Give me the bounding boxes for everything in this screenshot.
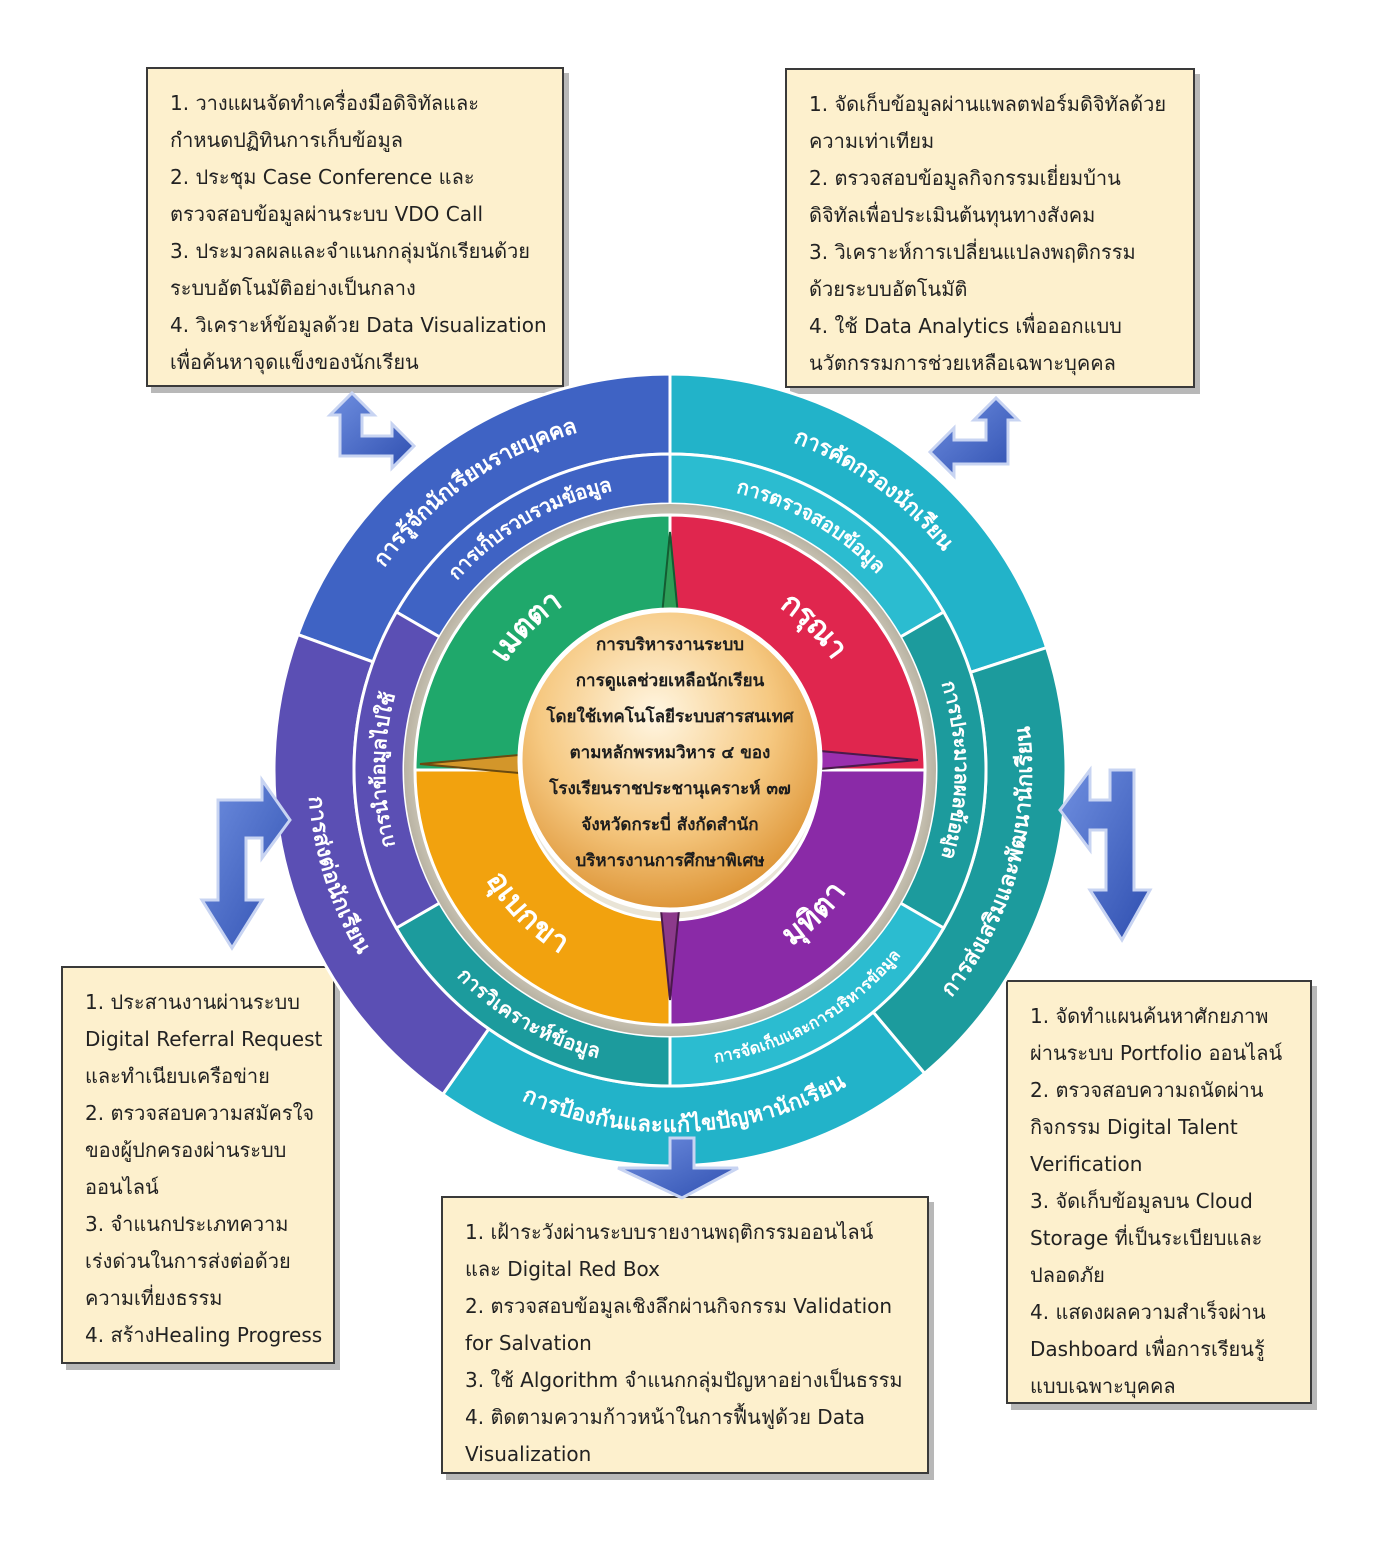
virtue-ring: เมตตากรุณามุทิตาอุเบกขา	[413, 513, 927, 1027]
arrow-left	[199, 775, 292, 951]
bottom-right-box: 1. จัดทำแผนค้นหาศักยภาพ ผ่านระบบ Portfol…	[1006, 980, 1312, 1404]
bottom-center-line: 1. เฝ้าระวังผ่านระบบรายงานพฤติกรรมออนไลน…	[465, 1220, 874, 1244]
bottom-right-line: Verification	[1030, 1152, 1143, 1176]
bottom-right-line: กิจกรรม Digital Talent	[1030, 1115, 1238, 1139]
center-text: การบริหารงานระบบการดูแลช่วยเหลือนักเรียน…	[545, 635, 795, 871]
virtue-segment	[413, 768, 672, 1027]
top-left-line: 2. ประชุม Case Conference และ	[170, 165, 475, 189]
bottom-right-line: 1. จัดทำแผนค้นหาศักยภาพ	[1030, 1004, 1269, 1028]
arrow-top-right	[927, 395, 1022, 480]
bottom-left-box: 1. ประสานงานผ่านระบบ Digital Referral Re…	[61, 966, 335, 1364]
center-text-line: การบริหารงานระบบ	[596, 635, 744, 655]
bottom-right-line: 2. ตรวจสอบความถนัดผ่าน	[1030, 1078, 1264, 1102]
center-text-line: ตามหลักพรหมวิหาร ๔ ของ	[570, 743, 771, 763]
top-left-line: 3. ประมวลผลและจำแนกกลุ่มนักเรียนด้วย	[170, 239, 531, 263]
center-text-line: โรงเรียนราชประชานุเคราะห์ ๓๗	[548, 778, 791, 799]
bottom-right-line: Dashboard เพื่อการเรียนรู้	[1030, 1337, 1265, 1361]
bottom-left-line: 2. ตรวจสอบความสมัครใจ	[85, 1101, 315, 1125]
center-text-line: การดูแลช่วยเหลือนักเรียน	[576, 670, 765, 692]
bottom-center-line: 2. ตรวจสอบข้อมูลเชิงลึกผ่านกิจกรรม Valid…	[465, 1294, 893, 1318]
bottom-left-line: 1. ประสานงานผ่านระบบ	[85, 990, 300, 1014]
center-circle	[517, 607, 823, 913]
bottom-left-line: 4. สร้างHealing Progress	[85, 1323, 323, 1347]
bottom-left-line: ของผู้ปกครองผ่านระบบ	[85, 1138, 287, 1162]
top-right-line: ด้วยระบบอัตโนมัติ	[809, 277, 968, 301]
arrow-top-left	[326, 390, 417, 472]
bottom-left-line: และทำเนียบเครือข่าย	[85, 1064, 270, 1088]
bottom-right-line: Storage ที่เป็นระเบียบและ	[1030, 1226, 1263, 1250]
bottom-left-line: ความเที่ยงธรรม	[85, 1286, 223, 1310]
bottom-center-line: 4. ติดตามความก้าวหน้าในการฟื้นฟูด้วย Dat…	[465, 1405, 866, 1429]
top-left-line: 1. วางแผนจัดทำเครื่องมือดิจิทัลและ	[170, 91, 480, 115]
top-right-line: นวัตกรรมการช่วยเหลือเฉพาะบุคคล	[809, 351, 1116, 375]
bottom-left-line: ออนไลน์	[85, 1175, 159, 1199]
center-text-line: บริหารงานการศึกษาพิเศษ	[575, 851, 764, 871]
top-left-line: ระบบอัตโนมัติอย่างเป็นกลาง	[170, 276, 416, 300]
top-left-line: ตรวจสอบข้อมูลผ่านระบบ VDO Call	[170, 202, 484, 226]
bottom-right-line: 3. จัดเก็บข้อมูลบน Cloud	[1030, 1189, 1253, 1213]
bottom-right-line: 4. แสดงผลความสำเร็จผ่าน	[1030, 1300, 1266, 1324]
center-text-line: จังหวัดกระบี่ สังกัดสำนัก	[581, 812, 758, 835]
bottom-center-line: และ Digital Red Box	[465, 1257, 660, 1281]
top-right-line: ดิจิทัลเพื่อประเมินต้นทุนทางสังคม	[809, 203, 1096, 227]
top-left-line: เพื่อค้นหาจุดแข็งของนักเรียน	[170, 350, 419, 374]
bottom-right-line: ผ่านระบบ Portfolio ออนไลน์	[1030, 1041, 1283, 1065]
center-text-line: โดยใช้เทคโนโลยีระบบสารสนเทศ	[545, 706, 795, 727]
top-right-line: 4. ใช้ Data Analytics เพื่อออกแบบ	[809, 314, 1122, 338]
bottom-left-line: เร่งด่วนในการส่งต่อด้วย	[85, 1249, 291, 1273]
virtue-segment	[668, 768, 927, 1027]
top-right-line: 2. ตรวจสอบข้อมูลกิจกรรมเยี่ยมบ้าน	[809, 166, 1121, 190]
bottom-right-line: แบบเฉพาะบุคคล	[1030, 1374, 1176, 1398]
top-left-box: 1. วางแผนจัดทำเครื่องมือดิจิทัลและ กำหนด…	[146, 67, 564, 387]
bottom-left-line: Digital Referral Request	[85, 1027, 323, 1051]
arrow-right	[1058, 765, 1153, 943]
bottom-center-line: Visualization	[465, 1442, 592, 1466]
bottom-right-line: ปลอดภัย	[1030, 1263, 1105, 1287]
bottom-center-line: for Salvation	[465, 1331, 592, 1355]
top-right-line: 3. วิเคราะห์การเปลี่ยนแปลงพฤติกรรม	[809, 240, 1136, 264]
top-left-line: กำหนดปฏิทินการเก็บข้อมูล	[170, 128, 404, 152]
arrow-bottom	[617, 1136, 739, 1200]
bottom-left-line: 3. จำแนกประเภทความ	[85, 1212, 289, 1236]
top-right-line: ความเท่าเทียม	[809, 129, 935, 153]
bottom-center-box: 1. เฝ้าระวังผ่านระบบรายงานพฤติกรรมออนไลน…	[441, 1196, 929, 1474]
top-left-line: 4. วิเคราะห์ข้อมูลด้วย Data Visualizatio…	[170, 313, 547, 337]
top-right-line: 1. จัดเก็บข้อมูลผ่านแพลตฟอร์มดิจิทัลด้วย	[809, 92, 1167, 116]
top-right-box: 1. จัดเก็บข้อมูลผ่านแพลตฟอร์มดิจิทัลด้วย…	[785, 68, 1195, 388]
bottom-center-line: 3. ใช้ Algorithm จำแนกกลุ่มปัญหาอย่างเป็…	[465, 1368, 903, 1392]
